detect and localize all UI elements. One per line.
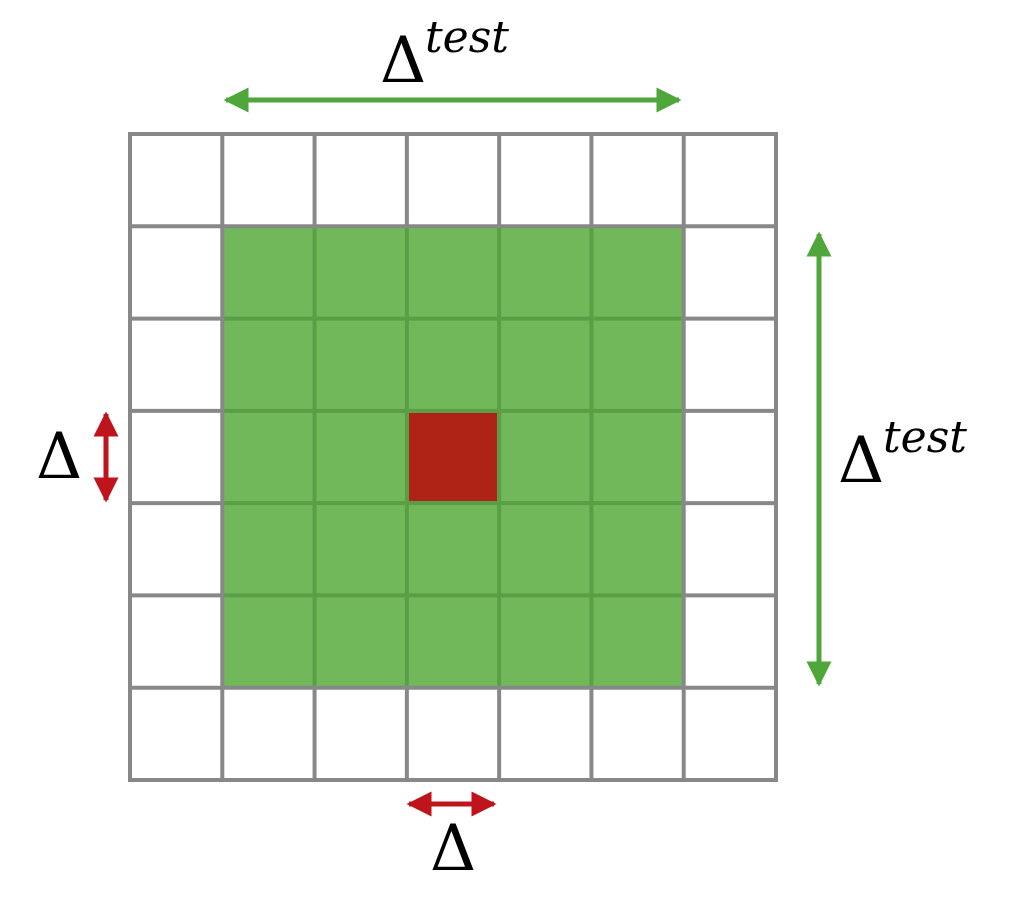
right-delta-label: Δ bbox=[838, 424, 884, 498]
left-delta-label: Δ bbox=[36, 420, 82, 494]
right-test-superscript: test bbox=[883, 412, 967, 463]
top-delta-label: Δ bbox=[380, 24, 426, 98]
center-cell bbox=[408, 412, 498, 502]
grid-lines bbox=[128, 132, 778, 782]
top-test-superscript: test bbox=[425, 12, 509, 63]
bottom-delta-label: Δ bbox=[430, 812, 476, 886]
